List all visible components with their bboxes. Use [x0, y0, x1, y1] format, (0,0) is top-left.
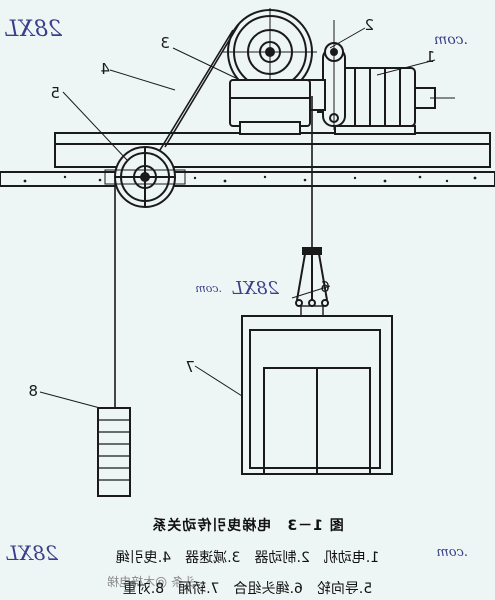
watermark-top-right: .com: [434, 32, 468, 48]
figure-legend-line-2: 5.导向轮 6.绳头组合 7.轿厢 8.对重: [122, 581, 373, 597]
counterweight: [97, 407, 131, 497]
traction-rope: [114, 23, 313, 408]
watermark-center-suffix: .com: [195, 282, 222, 295]
figure-legend-line-1: 1.电动机 2.制动器 3.减速器 4.曳引绳: [115, 550, 380, 566]
brake: [308, 20, 346, 130]
callout-leaders: [39, 27, 436, 409]
callout-7: 7: [185, 358, 195, 376]
watermark-bottom-left: 28XL: [5, 541, 59, 565]
watermarks: 28XL .com 28XL .com 28XL .com 头条 @木梓电梯: [4, 17, 468, 589]
guide-pulley: [104, 146, 186, 208]
callout-3: 3: [160, 34, 170, 52]
callout-2: 2: [364, 16, 374, 34]
footer-credit: 头条 @木梓电梯: [107, 574, 195, 589]
callout-4: 4: [100, 60, 110, 78]
callout-labels: 1 2 3 4 5 6 7 8: [28, 16, 435, 400]
callout-5: 5: [50, 84, 60, 102]
watermark-top-left: 28XL: [4, 17, 63, 42]
watermark-center: 28XL: [231, 278, 280, 299]
callout-1: 1: [425, 48, 435, 66]
machine-room-floor: [0, 171, 495, 187]
figure-title: 图 1－3 电梯曳引传动关系: [151, 518, 344, 534]
callout-6: 6: [320, 278, 330, 296]
watermark-bottom-right: .com: [436, 545, 468, 560]
reducer-traction-machine: [223, 8, 317, 135]
electric-motor: [317, 67, 455, 135]
callout-8: 8: [28, 382, 38, 400]
elevator-car: [241, 315, 393, 475]
